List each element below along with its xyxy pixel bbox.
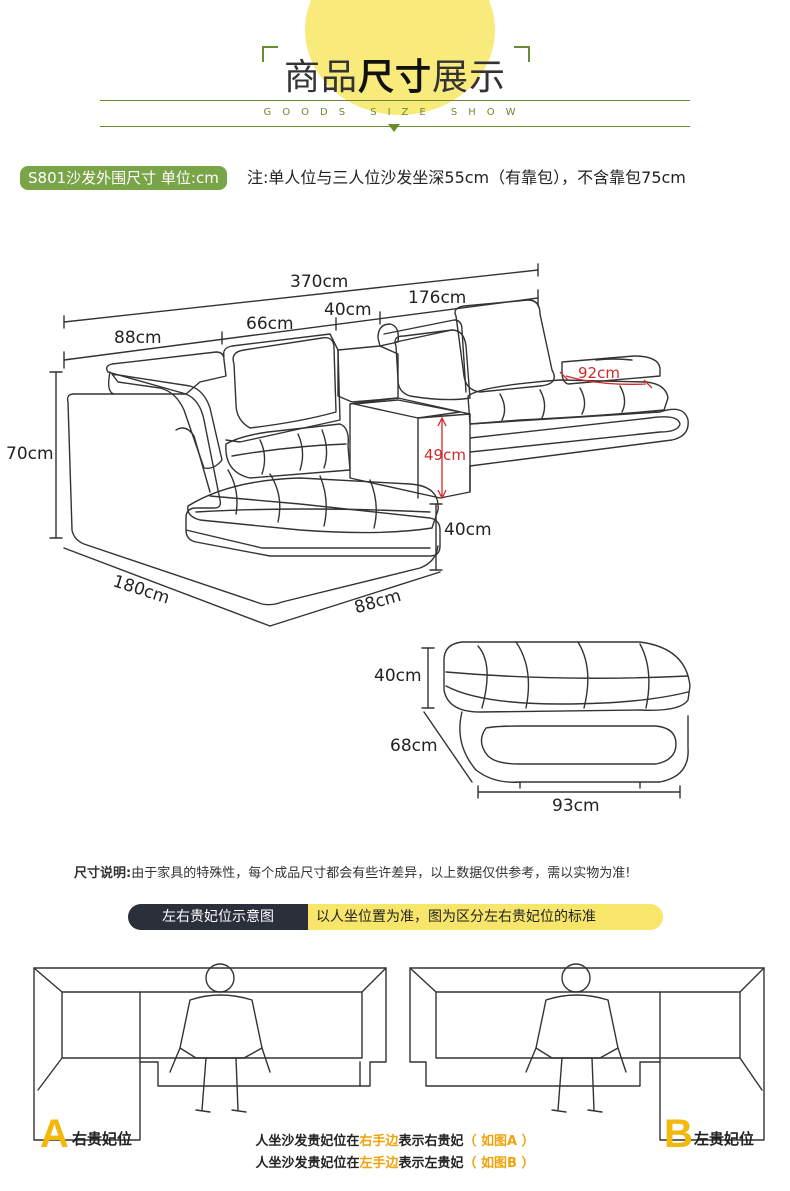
position-diagram-note: 以人坐位置为准，图为区分左右贵妃位的标准 bbox=[308, 904, 663, 930]
model-badge: S801沙发外围尺寸 单位:cm bbox=[20, 166, 227, 190]
header-divider-top bbox=[100, 100, 690, 101]
explanation-left: 人坐沙发贵妃位在左手边表示左贵妃（ 如图B ） bbox=[255, 1156, 535, 1171]
dim-seat-height: 40cm bbox=[444, 520, 492, 540]
dim-total-width: 370cm bbox=[290, 272, 349, 292]
dim-right-section: 176cm bbox=[408, 288, 467, 308]
triangle-down-icon bbox=[388, 124, 400, 132]
header: 商品尺寸展示 bbox=[0, 42, 790, 102]
diagram-b-letter: B bbox=[664, 1112, 693, 1156]
dim-middle-section: 66cm bbox=[246, 314, 294, 334]
dim-ottoman-width: 93cm bbox=[552, 796, 600, 816]
diagram-b-label: 左贵妃位 bbox=[694, 1130, 755, 1148]
size-description: 尺寸说明:由于家具的特殊性，每个成品尺寸都会有些许差异，以上数据仅供参考，需以实… bbox=[74, 866, 631, 881]
dim-table-height: 49cm bbox=[424, 446, 466, 464]
dim-pillow: 92cm bbox=[578, 364, 620, 382]
position-diagram-title: 左右贵妃位示意图 bbox=[128, 904, 308, 930]
person-a bbox=[169, 963, 271, 1113]
bracket-left-icon bbox=[262, 46, 278, 62]
diagram-a-letter: A bbox=[40, 1112, 69, 1156]
page-title: 商品尺寸展示 bbox=[283, 57, 507, 98]
person-b bbox=[525, 963, 627, 1113]
seat-depth-note: 注:单人位与三人位沙发坐深55cm（有靠包），不含靠包75cm bbox=[247, 168, 686, 187]
dim-left-section: 88cm bbox=[114, 328, 162, 348]
page-subtitle: GOODS SIZE SHOW bbox=[263, 107, 527, 118]
bracket-right-icon bbox=[514, 46, 530, 62]
diagram-a-label: 右贵妃位 bbox=[72, 1130, 133, 1148]
dim-ottoman-height: 40cm bbox=[374, 666, 422, 686]
dim-table-width: 40cm bbox=[324, 300, 372, 320]
dim-height: 70cm bbox=[6, 444, 54, 464]
explanation-right: 人坐沙发贵妃位在右手边表示右贵妃（ 如图A ） bbox=[255, 1134, 535, 1149]
dim-ottoman-depth: 68cm bbox=[390, 736, 438, 756]
